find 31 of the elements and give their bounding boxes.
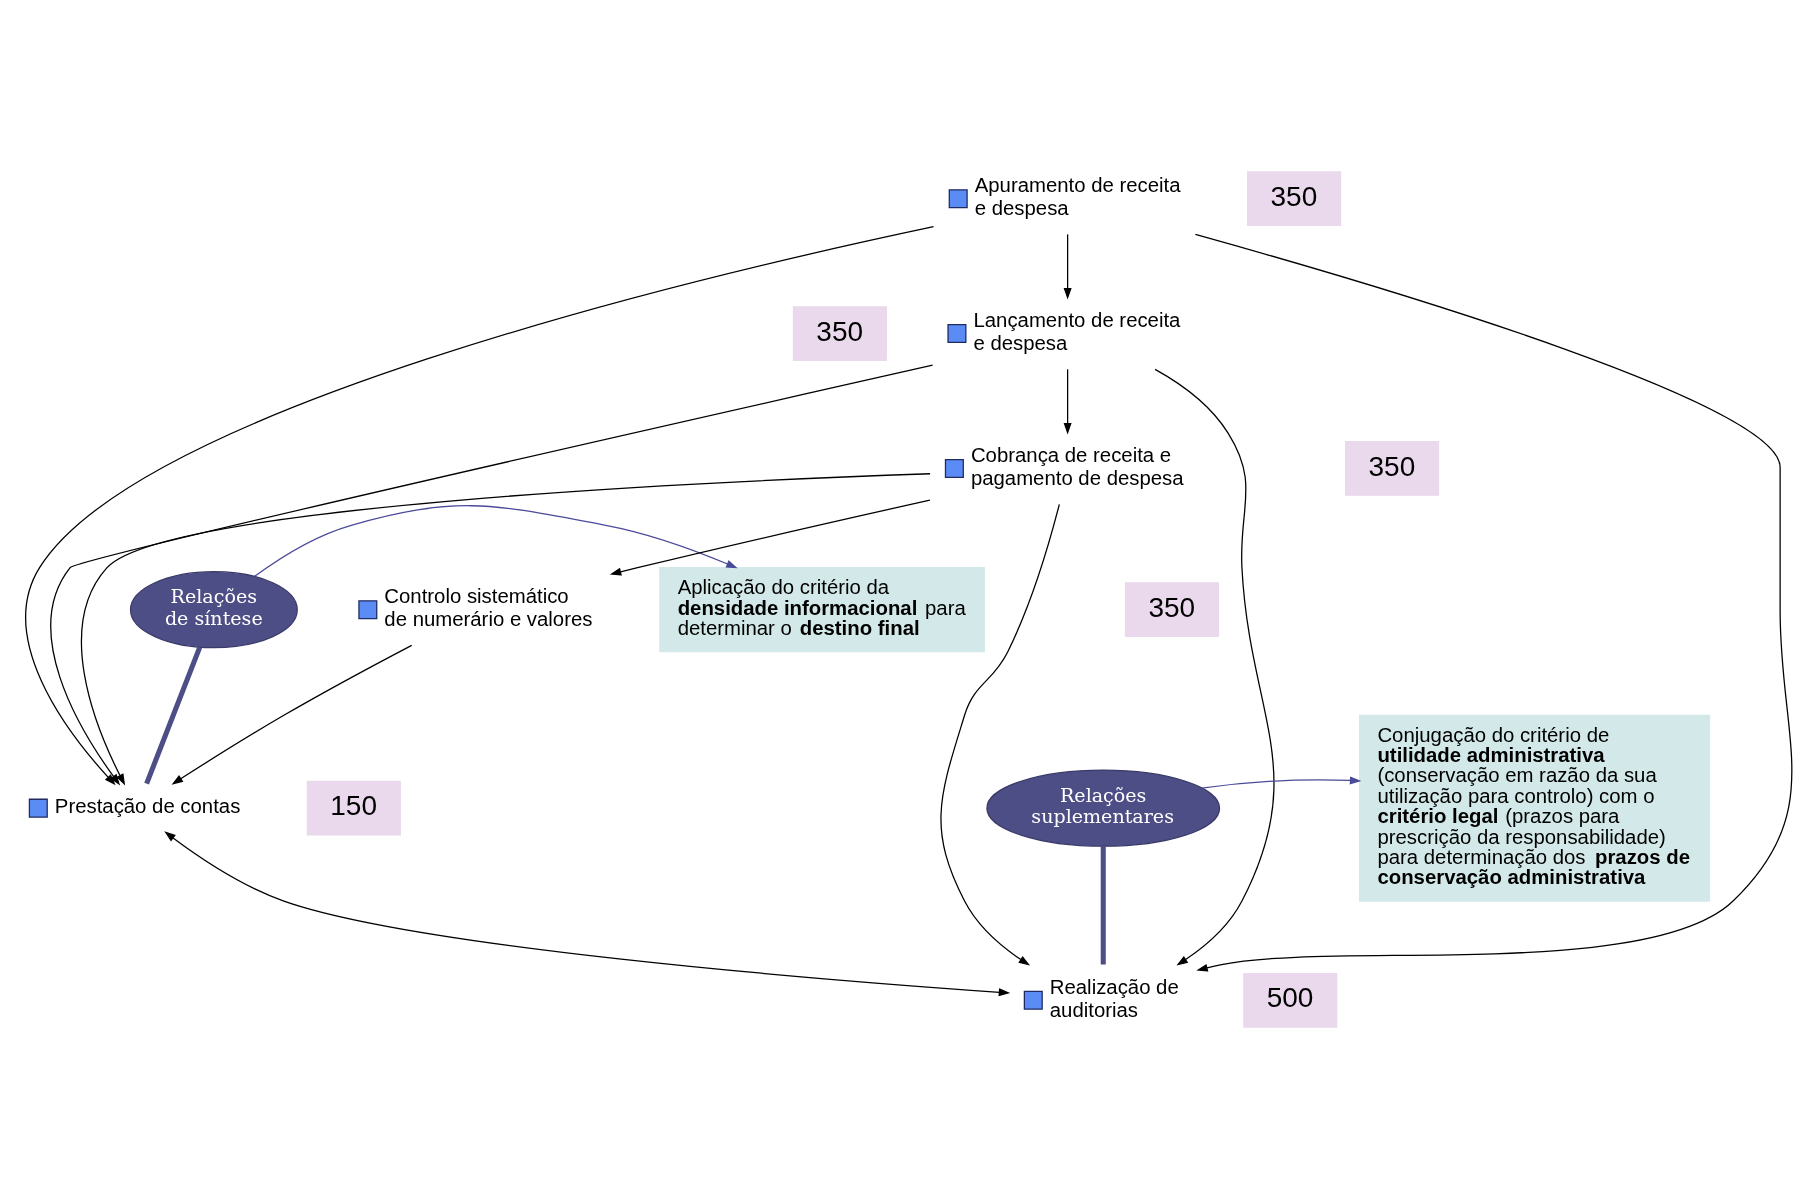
arrow [1200,776,1361,789]
arrow [24,226,934,786]
arrow [1194,233,1792,972]
node-box: Aplicação do critério da densidade informacional para determinar o destino final [658,567,985,653]
node-label: Cobrança de receita e pagamento de despesa [970,443,1184,489]
node-box: 500 [1242,972,1337,1028]
node-label: Apuramento de receita e despesa [974,174,1181,219]
arrow [253,505,738,578]
node-ellipse: Relações suplementares [985,769,1220,847]
node-box: Conjugação do critério de utilidade administrativa (conservação em razão da sua utilização para controlo) com o critério legal (prazos para prescrição da responsabilidade) para determinação dos prazos de conservação administrativa [1358,714,1710,902]
connector [1100,846,1106,965]
node-label: Realização de auditorias [1049,975,1179,1021]
node-label: Prestação de contas [54,795,240,817]
arrow [609,499,931,576]
arrow [163,831,1010,997]
arrow [49,364,933,786]
node-label: Controlo sistemático de numerário e valores [383,585,592,630]
node-box: 350 [1344,441,1439,496]
arrow [171,644,412,785]
node-box: 350 [1246,171,1341,227]
arrow [1063,368,1072,435]
connector [143,646,202,785]
arrow [1063,233,1072,300]
node-ellipse: Relações de síntese [129,571,298,649]
arrow [1153,368,1275,966]
arrow [939,503,1060,966]
node-box: 150 [306,780,401,836]
node-box: 350 [1124,582,1219,638]
node-box: 350 [792,306,887,361]
node-label: Lançamento de receita e despesa [972,308,1180,354]
arrow [80,473,931,786]
